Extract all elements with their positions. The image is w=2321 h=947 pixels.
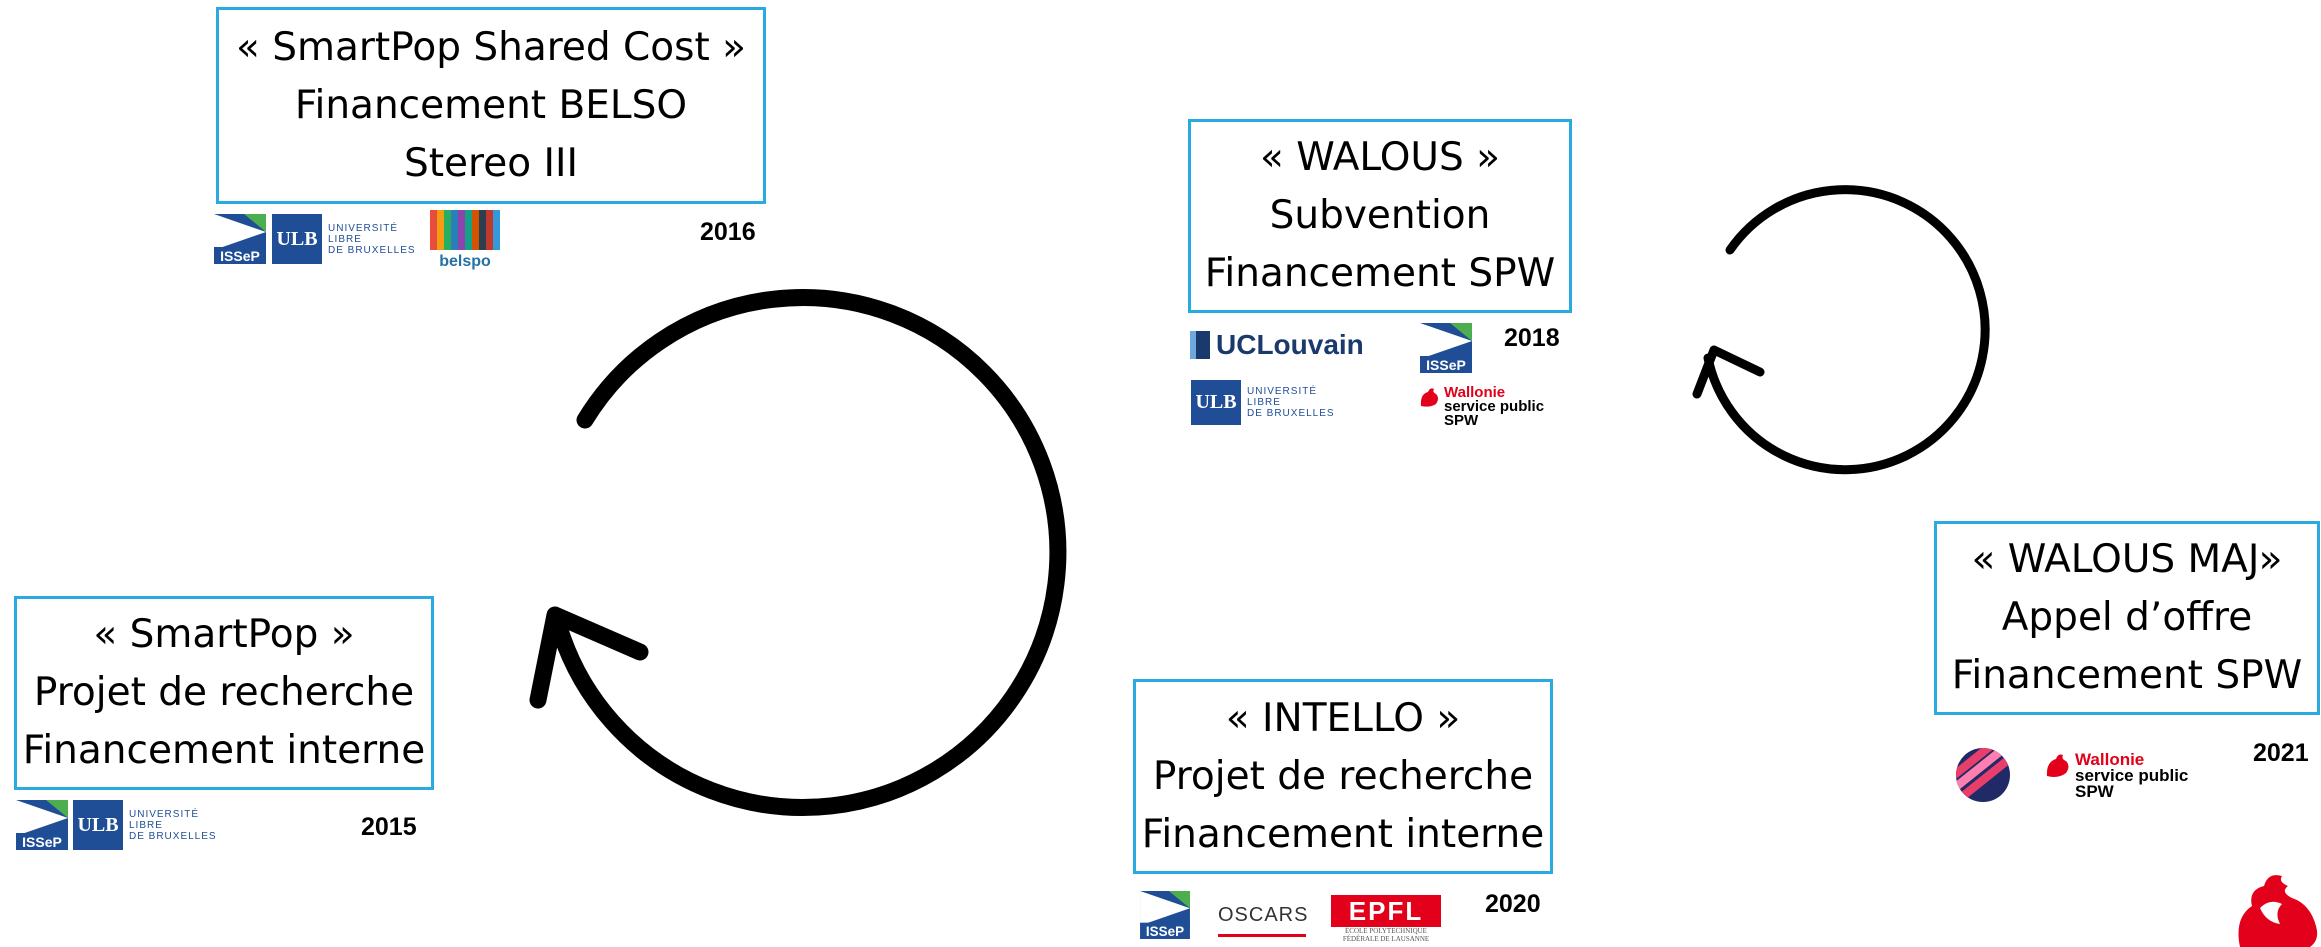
- issep-text: ISSeP: [1146, 924, 1184, 939]
- rooster-icon: [2046, 754, 2069, 777]
- node-intello: « INTELLO » Projet de recherche Financem…: [1133, 679, 1553, 874]
- large-cycle-arrow: [550, 289, 1067, 816]
- uclouvain-text: UCLouvain: [1216, 329, 1364, 360]
- epfl-line: FÉDÉRALE DE LAUSANNE: [1342, 935, 1430, 943]
- node-line: Financement interne: [1141, 811, 1545, 857]
- large-arrowhead: [529, 606, 649, 709]
- node-title: « SmartPop »: [93, 612, 355, 657]
- node-line: Stereo III: [404, 140, 578, 186]
- year-label: 2021: [2253, 739, 2309, 767]
- ulb-line: LIBRE: [328, 233, 362, 245]
- node-line: Financement SPW: [1204, 251, 1556, 296]
- node-line: Appel d’offre: [2001, 595, 2253, 640]
- ulb-line: DE BRUXELLES: [328, 244, 416, 256]
- wallonie-line: service public: [1444, 398, 1545, 415]
- node-title: « SmartPop Shared Cost »: [235, 24, 747, 70]
- node-line: Subvention: [1269, 193, 1491, 238]
- wallonie-line: Wallonie: [1444, 384, 1506, 401]
- ulb-line: LIBRE: [129, 819, 163, 831]
- wallonia-rooster-icon: [2238, 875, 2318, 947]
- node-line: Financement BELSO: [294, 82, 688, 128]
- node-line: Financement SPW: [1951, 653, 2303, 698]
- issep-text: ISSeP: [22, 834, 62, 850]
- issep-logo: ISSeP: [16, 800, 68, 850]
- ulb-logo: ULB UNIVERSITÉ LIBRE DE BRUXELLES: [73, 800, 217, 850]
- ulb-mark: ULB: [272, 214, 322, 264]
- small-arrowhead: [1692, 345, 1765, 399]
- node-title: « INTELLO »: [1225, 695, 1461, 741]
- year-label: 2016: [700, 218, 756, 246]
- ulb-logo: ULB UNIVERSITÉ LIBRE DE BRUXELLES: [1191, 380, 1335, 425]
- node-line: Projet de recherche: [33, 670, 415, 715]
- ulb-line: UNIVERSITÉ: [129, 808, 200, 820]
- issep-logo: ISSeP: [1420, 323, 1472, 373]
- wallonie-line: Wallonie: [2075, 750, 2145, 769]
- ulb-mark: ULB: [1191, 380, 1241, 425]
- node-walous: « WALOUS » Subvention Financement SPW: [1188, 119, 1572, 313]
- epfl-line: ÉCOLE POLYTECHNIQUE: [1345, 927, 1427, 935]
- oscars-logo: OSCARS: [1218, 904, 1309, 937]
- ulb-line: DE BRUXELLES: [129, 830, 217, 842]
- epfl-logo: EPFL ÉCOLE POLYTECHNIQUE FÉDÉRALE DE LAU…: [1331, 895, 1441, 943]
- belspo-logo: belspo: [430, 210, 500, 270]
- ulb-logo: ULB UNIVERSITÉ LIBRE DE BRUXELLES: [272, 214, 416, 264]
- ulb-mark: ULB: [73, 800, 123, 850]
- oscars-text: OSCARS: [1218, 904, 1309, 926]
- stripe-logo-icon: [1956, 748, 2010, 802]
- node-title: « WALOUS MAJ»: [1971, 537, 2283, 582]
- issep-logo: ISSeP: [1140, 891, 1190, 939]
- year-label: 2018: [1504, 324, 1560, 352]
- epfl-mark: EPFL: [1331, 895, 1441, 927]
- ulb-line: UNIVERSITÉ: [1247, 386, 1318, 397]
- belspo-bars-icon: [430, 210, 500, 250]
- ulb-line: UNIVERSITÉ: [328, 222, 399, 234]
- issep-text: ISSeP: [220, 248, 260, 264]
- node-walous-maj: « WALOUS MAJ» Appel d’offre Financement …: [1934, 521, 2320, 715]
- wallonie-logo: Wallonie service public SPW: [1418, 384, 1545, 429]
- node-title: « WALOUS »: [1260, 135, 1500, 180]
- node-line: Projet de recherche: [1152, 753, 1534, 799]
- node-smartpop-shared-cost: « SmartPop Shared Cost » Financement BEL…: [216, 7, 766, 204]
- issep-logo: ISSeP: [214, 214, 266, 264]
- small-cycle-arrow: [1703, 185, 1990, 475]
- node-smartpop: « SmartPop » Projet de recherche Finance…: [14, 596, 434, 790]
- wallonie-line: SPW: [2075, 782, 2114, 801]
- issep-text: ISSeP: [1426, 357, 1466, 373]
- uclouvain-logo: UCLouvain: [1190, 329, 1364, 361]
- uclouvain-mark-icon: [1190, 331, 1210, 359]
- year-label: 2020: [1485, 890, 1541, 918]
- node-line: Financement interne: [22, 728, 426, 773]
- rooster-icon: [1420, 388, 1438, 407]
- wallonie-line: service public: [2075, 766, 2189, 785]
- belspo-text: belspo: [439, 253, 491, 270]
- ulb-line: LIBRE: [1247, 397, 1281, 408]
- year-label: 2015: [361, 813, 417, 841]
- wallonie-line: SPW: [1444, 412, 1479, 429]
- wallonie-logo: Wallonie service public SPW: [2044, 750, 2189, 801]
- ulb-line: DE BRUXELLES: [1247, 408, 1335, 419]
